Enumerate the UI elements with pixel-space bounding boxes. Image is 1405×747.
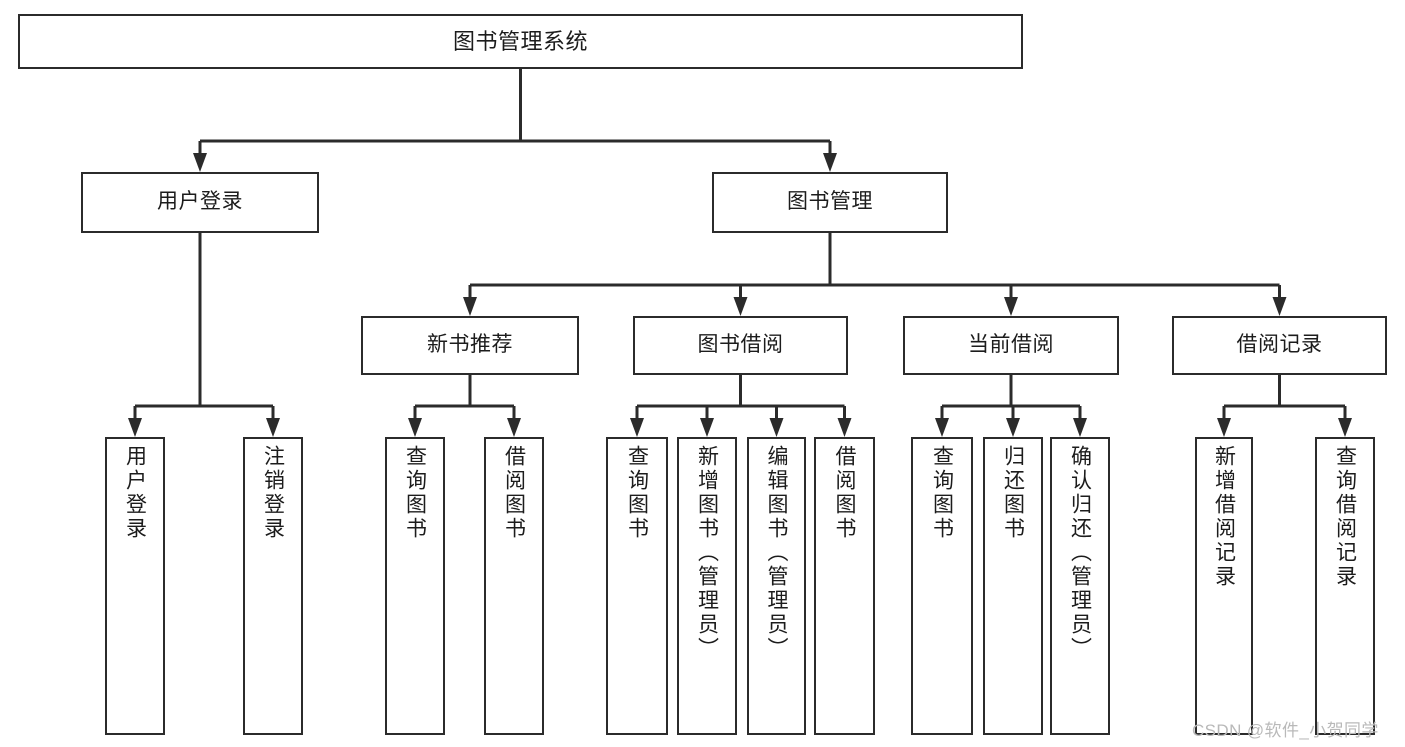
node-records[interactable]: 借阅记录	[1172, 316, 1387, 375]
node-l-query3[interactable]: 查询图书	[911, 437, 973, 735]
node-bookmgmt[interactable]: 图书管理	[712, 172, 948, 233]
node-label: 借阅图书	[502, 445, 526, 541]
arrowhead	[1338, 418, 1352, 437]
node-root[interactable]: 图书管理系统	[18, 14, 1023, 69]
node-current[interactable]: 当前借阅	[903, 316, 1119, 375]
node-label: 确认归还（管理员）	[1068, 445, 1092, 661]
node-label: 借阅图书	[833, 445, 856, 541]
node-label: 图书管理	[787, 190, 873, 214]
node-l-query2[interactable]: 查询图书	[606, 437, 668, 735]
node-label: 查询借阅记录	[1333, 445, 1357, 589]
arrowhead	[1272, 297, 1287, 316]
arrowhead	[463, 297, 477, 316]
arrowhead	[1217, 418, 1231, 437]
node-l-borrow1[interactable]: 借阅图书	[484, 437, 544, 735]
node-login[interactable]: 用户登录	[81, 172, 319, 233]
node-label: 归还图书	[1001, 445, 1025, 541]
node-label: 图书借阅	[697, 333, 784, 357]
node-label: 注销登录	[261, 445, 285, 541]
arrowhead	[1004, 297, 1018, 316]
arrowhead	[837, 418, 852, 437]
arrowhead	[733, 297, 748, 316]
node-label: 查询图书	[625, 445, 649, 541]
node-label: 新增图书（管理员）	[695, 445, 719, 661]
node-l-login[interactable]: 用户登录	[105, 437, 165, 735]
node-label: 借阅记录	[1236, 333, 1323, 357]
node-label: 当前借阅	[968, 333, 1054, 357]
arrowhead	[408, 418, 422, 437]
node-l-query1[interactable]: 查询图书	[385, 437, 445, 735]
arrowhead	[128, 418, 142, 437]
node-l-addrec[interactable]: 新增借阅记录	[1195, 437, 1253, 735]
arrowhead	[1006, 418, 1020, 437]
node-l-editbook[interactable]: 编辑图书（管理员）	[747, 437, 806, 735]
node-label: 用户登录	[123, 445, 147, 541]
node-borrow[interactable]: 图书借阅	[633, 316, 848, 375]
node-l-addbook[interactable]: 新增图书（管理员）	[677, 437, 737, 735]
node-l-logout[interactable]: 注销登录	[243, 437, 303, 735]
watermark-text: CSDN @软件_小贺同学	[1192, 721, 1379, 740]
arrowhead	[507, 418, 521, 437]
node-label: 图书管理系统	[452, 28, 588, 54]
arrowhead	[935, 418, 949, 437]
node-label: 用户登录	[157, 190, 243, 214]
arrowhead	[193, 153, 207, 172]
node-label: 新书推荐	[427, 333, 513, 357]
arrowhead	[266, 418, 280, 437]
arrowhead	[769, 418, 784, 437]
node-l-return[interactable]: 归还图书	[983, 437, 1043, 735]
node-label: 查询图书	[403, 445, 427, 541]
node-label: 新增借阅记录	[1212, 445, 1236, 589]
arrowhead	[1073, 418, 1087, 437]
arrowhead	[630, 418, 644, 437]
arrowhead	[700, 418, 714, 437]
node-newbook[interactable]: 新书推荐	[361, 316, 579, 375]
node-l-borrow2[interactable]: 借阅图书	[814, 437, 875, 735]
arrowhead	[823, 153, 837, 172]
node-l-queryrec[interactable]: 查询借阅记录	[1315, 437, 1375, 735]
node-label: 查询图书	[930, 445, 954, 541]
node-label: 编辑图书（管理员）	[765, 445, 788, 661]
node-l-confirm[interactable]: 确认归还（管理员）	[1050, 437, 1110, 735]
